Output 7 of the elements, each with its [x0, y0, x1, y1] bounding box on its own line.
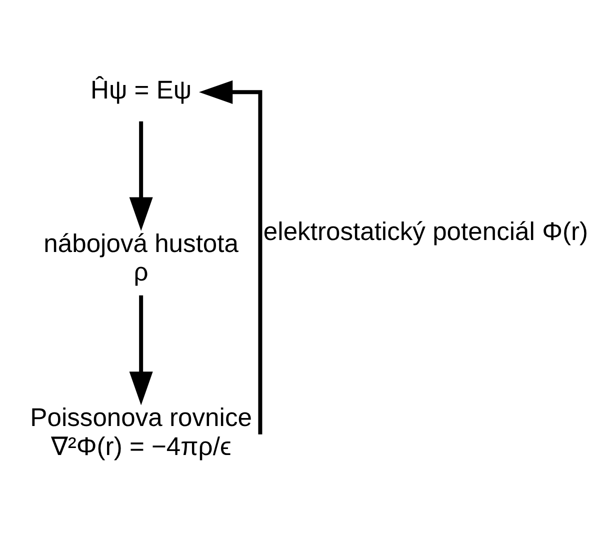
- node-text: Poissonova rovnice ∇²Φ(r) = −4πρ/ϵ: [30, 404, 252, 461]
- arrow: [129, 295, 153, 406]
- arrow: [129, 121, 153, 231]
- node-text: nábojová hustota ρ: [44, 230, 238, 287]
- node-text: Ĥψ = Eψ: [90, 76, 192, 104]
- edge-label: elektrostatický potenciál Φ(r): [263, 218, 588, 246]
- arrow: [199, 80, 262, 434]
